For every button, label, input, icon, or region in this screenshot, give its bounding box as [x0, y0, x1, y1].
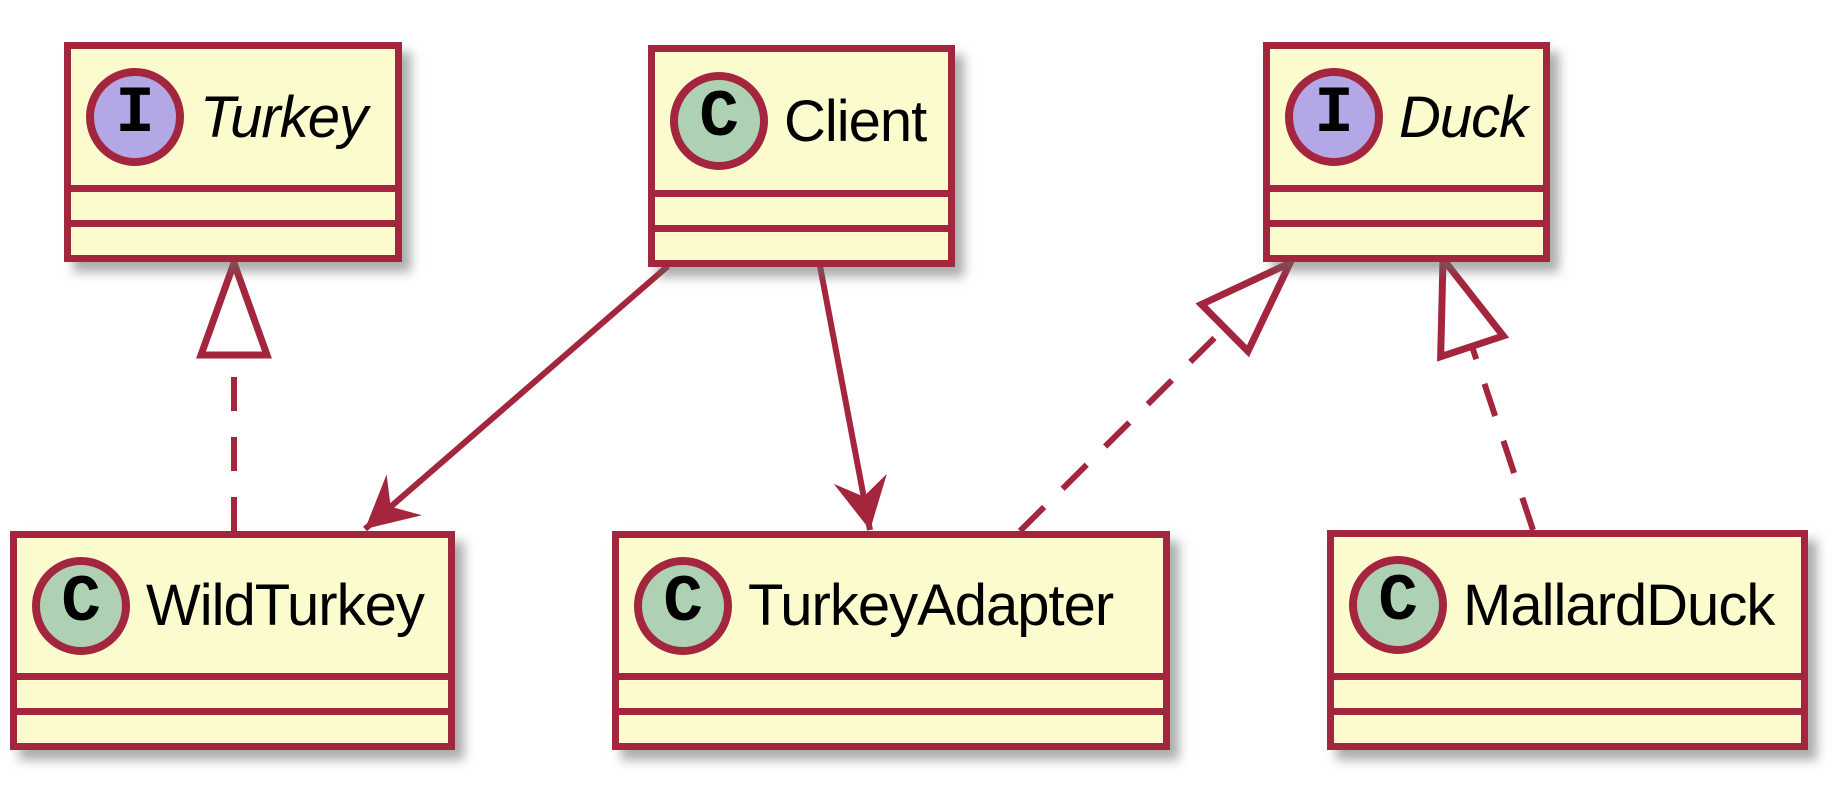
class-name: WildTurkey: [146, 573, 425, 638]
interface-box-duck: I Duck: [1263, 42, 1550, 262]
edge-line-solid: [363, 263, 670, 532]
association-arrowhead-icon: [833, 473, 887, 530]
association-arrowhead-icon: [365, 474, 422, 529]
badge-letter: C: [61, 564, 101, 640]
realization-arrowhead-icon: [1195, 255, 1298, 358]
class-box-client: C Client: [648, 45, 955, 267]
edge-line-dashed: [1017, 325, 1227, 534]
methods-compartment: [655, 225, 948, 260]
class-box-wildturkey: C WildTurkey: [10, 531, 455, 750]
class-badge-icon: C: [32, 556, 130, 655]
class-box-mallardduck: C MallardDuck: [1327, 530, 1808, 750]
title-compartment: I Turkey: [71, 49, 395, 185]
realization-arrowhead-icon: [1437, 249, 1510, 362]
badge-letter: C: [663, 564, 703, 640]
methods-compartment: [619, 708, 1163, 743]
attributes-compartment: [1270, 185, 1543, 220]
badge-letter: C: [1378, 564, 1418, 639]
class-name: MallardDuck: [1463, 572, 1775, 638]
attributes-compartment: [655, 190, 948, 225]
attributes-compartment: [1334, 673, 1801, 708]
attributes-compartment: [71, 185, 395, 220]
attributes-compartment: [619, 673, 1163, 708]
interface-badge-icon: I: [1285, 68, 1383, 166]
realization-arrowhead-icon: [196, 252, 272, 359]
attributes-compartment: [17, 673, 448, 708]
class-name: TurkeyAdapter: [748, 573, 1114, 638]
edge-wildturkey-implements-turkey: [196, 252, 272, 531]
class-badge-icon: C: [634, 556, 732, 655]
edge-line-solid: [817, 265, 873, 531]
edge-client-uses-turkeyadapter: [817, 265, 887, 531]
title-compartment: C MallardDuck: [1334, 537, 1801, 673]
class-badge-icon: C: [1349, 556, 1447, 654]
badge-letter: C: [699, 80, 739, 155]
badge-letter: I: [115, 76, 155, 151]
title-compartment: C WildTurkey: [17, 538, 448, 673]
title-compartment: I Duck: [1270, 49, 1543, 185]
class-badge-icon: C: [670, 72, 768, 170]
badge-letter: I: [1314, 76, 1354, 151]
edge-line-dashed: [1469, 345, 1536, 531]
interface-box-turkey: I Turkey: [64, 42, 402, 262]
edge-turkeyadapter-implements-duck: [1017, 255, 1298, 534]
class-name: Client: [784, 88, 927, 154]
methods-compartment: [17, 708, 448, 743]
title-compartment: C Client: [655, 52, 948, 190]
class-name: Duck: [1399, 84, 1528, 150]
methods-compartment: [1334, 708, 1801, 743]
edge-mallardduck-implements-duck: [1437, 249, 1536, 531]
class-box-turkeyadapter: C TurkeyAdapter: [612, 531, 1170, 750]
methods-compartment: [1270, 220, 1543, 255]
title-compartment: C TurkeyAdapter: [619, 538, 1163, 673]
class-name: Turkey: [200, 84, 368, 150]
interface-badge-icon: I: [86, 68, 184, 166]
edge-client-uses-wildturkey: [363, 263, 670, 532]
methods-compartment: [71, 220, 395, 255]
